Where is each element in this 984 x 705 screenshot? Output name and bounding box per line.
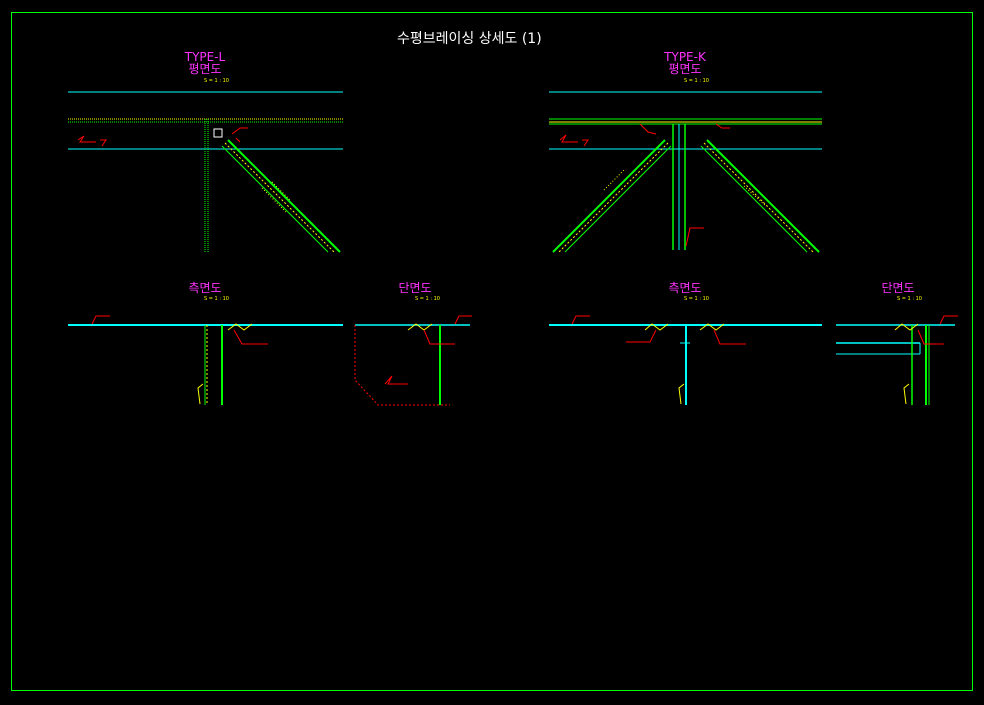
type-k-side-view [549,315,822,405]
type-k-side-label: 측면도 [668,281,702,295]
type-k-plan-label: 평면도 [668,62,702,76]
type-l-side-view [68,315,343,405]
type-k-section-label: 단면도 [881,281,915,295]
type-k-label: TYPE-K [664,50,706,64]
type-l-plan-view [68,91,343,253]
type-l-plan-label: 평면도 [188,62,222,76]
type-l-section-scale: S = 1 : 10 [415,296,440,302]
type-l-section-view [354,315,472,406]
type-l-plan-scale: S = 1 : 10 [204,78,229,84]
type-l-side-scale: S = 1 : 10 [204,296,229,302]
type-l-label: TYPE-L [184,50,226,64]
type-l-side-label: 측면도 [188,281,222,295]
type-l-section-label: 단면도 [398,281,432,295]
type-k-side-scale: S = 1 : 10 [684,296,709,302]
drawing-frame [11,12,973,691]
type-k-section-scale: S = 1 : 10 [897,296,922,302]
type-k-plan-scale: S = 1 : 10 [684,78,709,84]
type-k-plan-view [549,91,822,253]
drawing-title: 수평브레이싱 상세도 (1) [397,31,542,47]
type-k-section-view [836,315,958,405]
